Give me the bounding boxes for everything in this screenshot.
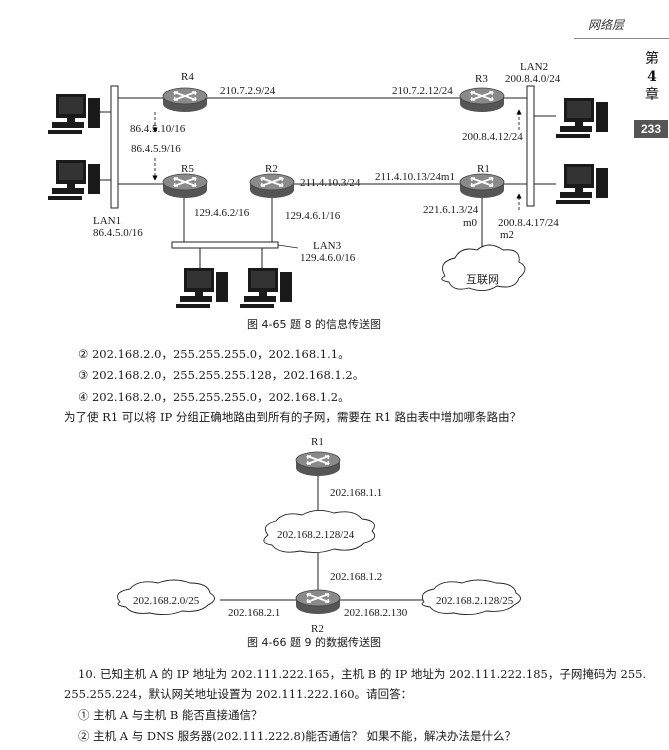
fig2-r1-name: R1 [311,436,324,448]
fig2-r2-right-ip: 202.168.2.130 [344,607,408,619]
r5-lan3-ip: 129.4.6.2/16 [194,207,250,219]
m0-label: m0 [463,217,478,229]
r4-name: R4 [181,71,194,83]
r2-r1-ip: 211.4.10.3/24 [300,177,361,189]
router-r5-icon [162,173,208,199]
internet-label: 互联网 [466,273,499,286]
chapter-char: 章 [645,87,659,103]
r5-name: R5 [181,163,194,175]
page-number: 233 [634,120,668,138]
pc-lan3-left-icon [176,268,228,308]
figure1-caption: 图 4-65 题 8 的信息传送图 [247,317,381,331]
lan1-net: 86.4.5.0/16 [93,227,143,239]
r4-top-ip: 210.7.2.9/24 [220,85,276,97]
lan3-label: LAN3 [313,240,342,252]
lan3-leader [277,244,299,249]
header-rule [574,38,669,39]
left-net-cloud [117,579,215,616]
right-net-cloud [421,579,521,616]
router-r4-icon [162,87,208,113]
r3-top-ip: 210.7.2.12/24 [392,85,453,97]
r1-m0-ip: 221.6.1.3/24 [423,204,479,216]
option-3: ③ 202.168.2.0，255.255.255.128，202.168.1.… [78,368,365,382]
lan1-label: LAN1 [93,215,121,227]
chapter-char: 4 [647,69,657,85]
fig2-router-r1-icon [295,451,341,477]
router-r2-icon [249,173,295,199]
question-9: 为了使 R1 可以将 IP 分组正确地路由到所有的子网，需要在 R1 路由表中增… [64,410,522,424]
pc-lan1-top-icon [48,94,100,134]
question-10-sub2: ② 主机 A 与 DNS 服务器(202.111.222.8)能否通信？ 如果不… [78,729,517,743]
pc-lan3-right-icon [240,268,292,308]
fig2-router-r2-icon [295,589,341,615]
lan2-label: LAN2 [520,61,548,73]
r5-lan1-ip: 86.4.5.9/16 [131,143,181,155]
r2-name: R2 [265,163,278,175]
r3-lan2-ip: 200.8.4.12/24 [462,131,523,143]
pc-lan1-bottom-icon [48,160,100,200]
center-net-cloud [263,510,376,554]
r1-lan2-ip: 200.8.4.17/24 [498,217,559,229]
section-header: 网络层 [588,18,625,32]
r1-r2-ip: 211.4.10.13/24m1 [375,171,455,183]
chapter-marker: 第 4 章 [640,50,664,104]
fig2-left-net: 202.168.2.0/25 [133,595,200,607]
router-r3-icon [459,87,505,113]
r2-lan3-ip: 129.4.6.1/16 [285,210,341,222]
fig2-r2-name: R2 [311,623,324,635]
lan3-net: 129.4.6.0/16 [300,252,356,264]
fig2-r2-top-ip: 202.168.1.2 [330,571,382,583]
internet-cloud [441,244,526,291]
question-10-sub1: ① 主机 A 与主机 B 能否直接通信？ [78,708,263,722]
fig2-r2-left-ip: 202.168.2.1 [228,607,280,619]
router-r1-icon [459,173,505,199]
r1-name: R1 [477,163,490,175]
figure2-caption: 图 4-66 题 9 的数据传送图 [247,635,381,649]
question-10-line1: 10. 已知主机 A 的 IP 地址为 202.111.222.165，主机 B… [78,667,647,681]
question-10-line2: 255.255.224，默认网关地址设置为 202.111.222.160。请回… [64,687,413,701]
lan3-bus [171,241,279,249]
pc-lan2-top-icon [556,98,608,138]
fig2-center-net: 202.168.2.128/24 [277,529,355,541]
r4-lan1-ip: 86.4.5.10/16 [130,123,186,135]
lan2-net: 200.8.4.0/24 [505,73,561,85]
lan2-bus [526,85,535,207]
r3-name: R3 [475,73,488,85]
lan1-bus [110,85,119,209]
pc-lan2-bottom-icon [556,164,608,204]
option-4: ④ 202.168.2.0，255.255.255.0，202.168.1.2。 [78,390,350,404]
fig2-right-net: 202.168.2.128/25 [436,595,514,607]
m2-label: m2 [500,229,514,241]
option-2: ② 202.168.2.0，255.255.255.0，202.168.1.1。 [78,347,350,361]
chapter-char: 第 [645,51,659,67]
fig2-r1-ip: 202.168.1.1 [330,487,382,499]
